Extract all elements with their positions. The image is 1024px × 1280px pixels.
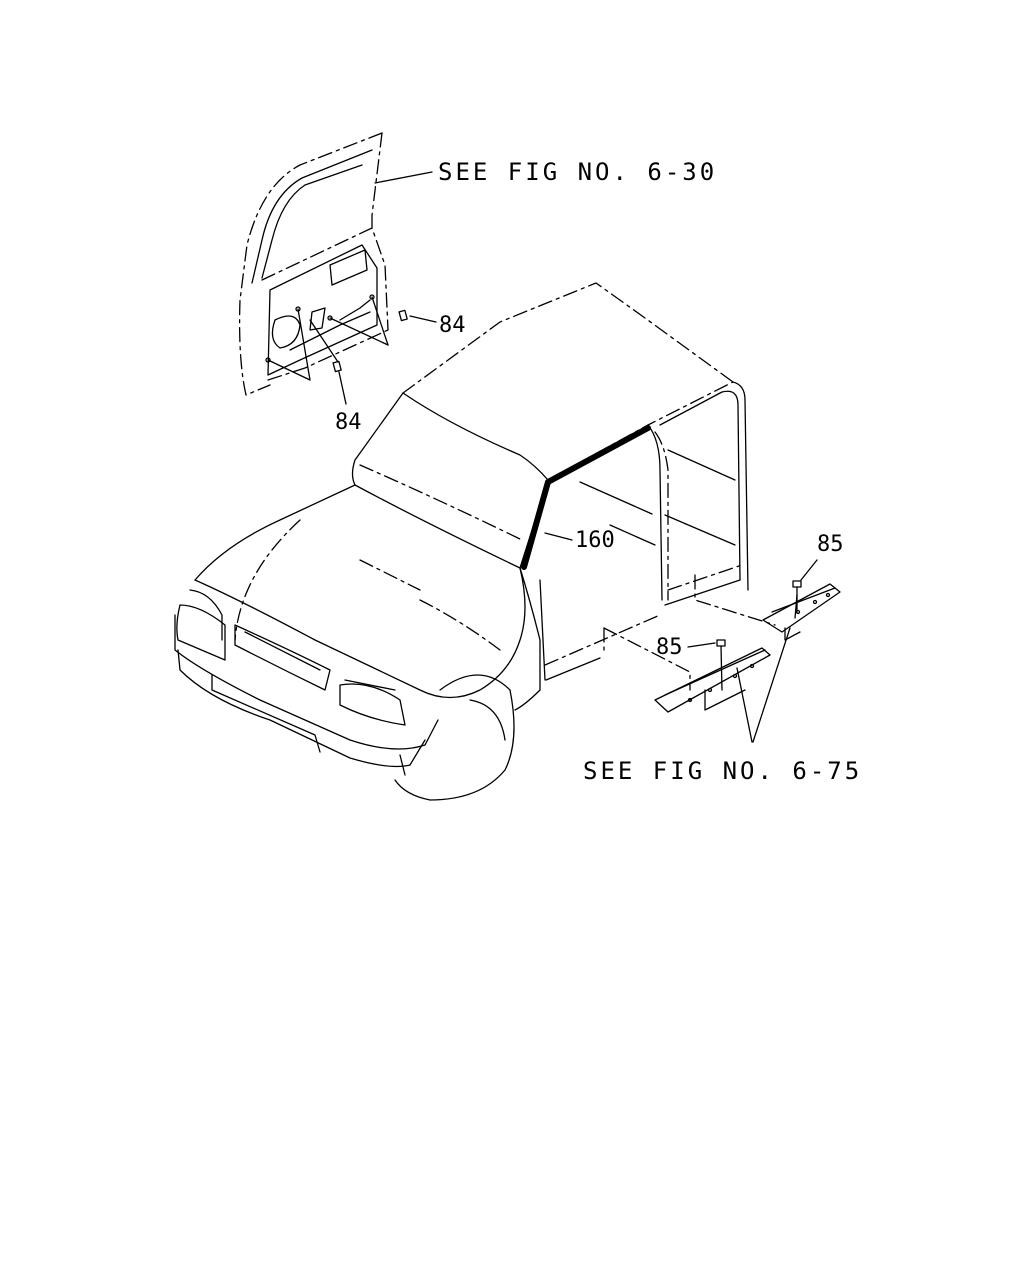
fastener-85-front <box>716 639 726 647</box>
leader-sill-ref-a <box>736 667 753 743</box>
door-clips <box>267 171 437 405</box>
leader-85-front <box>687 642 716 648</box>
fastener-85-rear <box>792 580 802 588</box>
leader-sill-ref-b <box>752 627 791 743</box>
rear-sill-plate <box>694 559 841 633</box>
leader-160 <box>544 532 573 541</box>
door-reference-label: SEE FIG NO. 6-30 <box>438 158 717 186</box>
vehicle-body <box>174 282 749 801</box>
clip-84-upper <box>398 309 408 322</box>
leader-door-ref <box>374 171 433 184</box>
weatherstrip-label: 160 <box>575 528 615 553</box>
clip-label-upper: 84 <box>439 313 466 338</box>
front-door <box>238 132 389 396</box>
leader-84-upper <box>409 315 437 323</box>
fastener-label-front: 85 <box>656 635 683 660</box>
leader-84-lower <box>338 371 347 405</box>
leader-85-rear <box>800 559 818 581</box>
front-sill-plate <box>603 627 771 713</box>
clip-label-lower: 84 <box>335 410 362 435</box>
sill-bracket-front <box>704 689 746 711</box>
clip-84-lower <box>332 360 342 373</box>
sill-bracket-rear <box>784 627 801 641</box>
fastener-label-rear: 85 <box>817 532 844 557</box>
sill-reference-label: SEE FIG NO. 6-75 <box>583 757 862 785</box>
door-opening-weatherstrip <box>521 425 651 570</box>
